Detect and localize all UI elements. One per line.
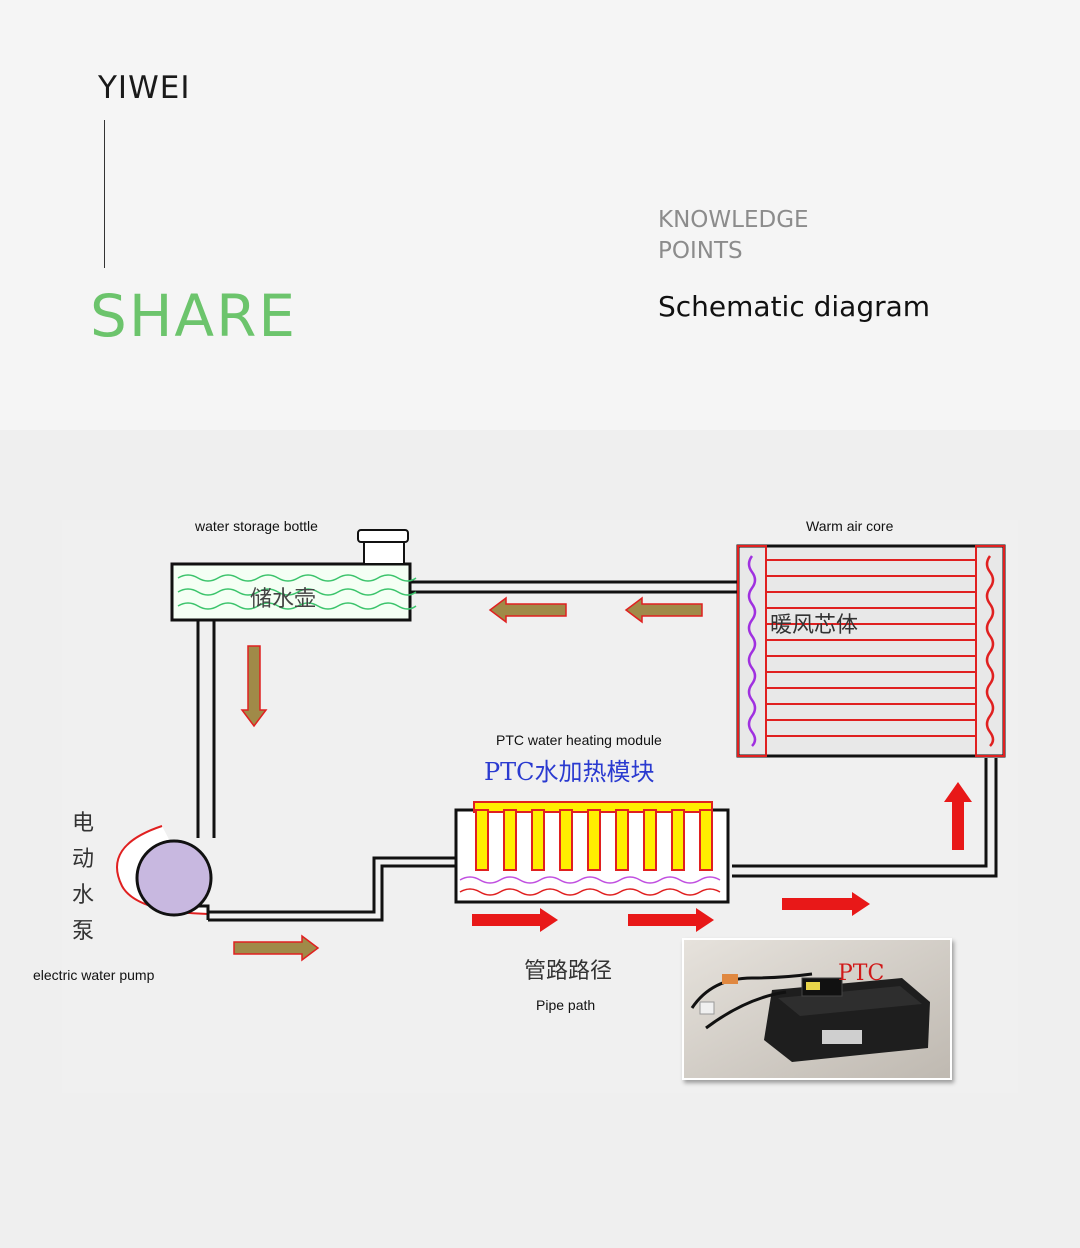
schematic-diagram: 储水壶 暖风芯体 [62, 520, 1018, 1093]
page-subtitle: Schematic diagram [658, 290, 931, 323]
vertical-divider [104, 120, 105, 268]
pipes [196, 580, 998, 922]
label-pipe-path: Pipe path [536, 997, 596, 1013]
share-heading: SHARE [90, 282, 298, 350]
pipe-right [732, 758, 998, 878]
pump-cn-char-2: 动 [72, 847, 94, 872]
pump-cn-char-3: 水 [72, 883, 94, 908]
pipe-cn-label: 管路路径 [524, 959, 612, 984]
label-warm-air-core: Warm air core [806, 518, 894, 534]
header-section: YIWEI SHARE KNOWLEDGE POINTS Schematic d… [0, 0, 1080, 430]
brand-title: YIWEI [98, 70, 191, 106]
knowledge-line-1: KNOWLEDGE [658, 207, 809, 233]
pipe-top [410, 580, 738, 594]
tank-cn-label: 储水壶 [250, 587, 316, 612]
label-water-storage-bottle: water storage bottle [195, 518, 318, 534]
flow-arrows [472, 782, 972, 932]
electric-water-pump: 电 动 水 泵 [72, 811, 213, 944]
label-electric-water-pump: electric water pump [33, 967, 155, 983]
return-arrows [233, 596, 703, 962]
ptc-photo-image: PTC [682, 938, 952, 1080]
pipe-bottom [208, 856, 456, 922]
warm-air-core: 暖风芯体 [736, 544, 1006, 758]
knowledge-line-2: POINTS [658, 238, 743, 264]
core-cn-label: 暖风芯体 [770, 613, 858, 638]
label-ptc-module: PTC water heating module [496, 732, 662, 748]
ptc-cn-label: PTC水加热模块 [484, 758, 655, 786]
pump-cn-char-4: 泵 [72, 919, 94, 944]
ptc-photo-tag: PTC [838, 961, 884, 986]
pipe-left [196, 620, 216, 838]
knowledge-points-label: KNOWLEDGE POINTS [658, 205, 809, 267]
schematic-svg: 储水壶 暖风芯体 [72, 529, 1006, 984]
ptc-heater-module: PTC水加热模块 [454, 758, 730, 904]
ptc-photo: PTC [682, 938, 952, 1080]
water-tank: 储水壶 [170, 529, 417, 622]
pump-cn-char-1: 电 [72, 811, 94, 836]
